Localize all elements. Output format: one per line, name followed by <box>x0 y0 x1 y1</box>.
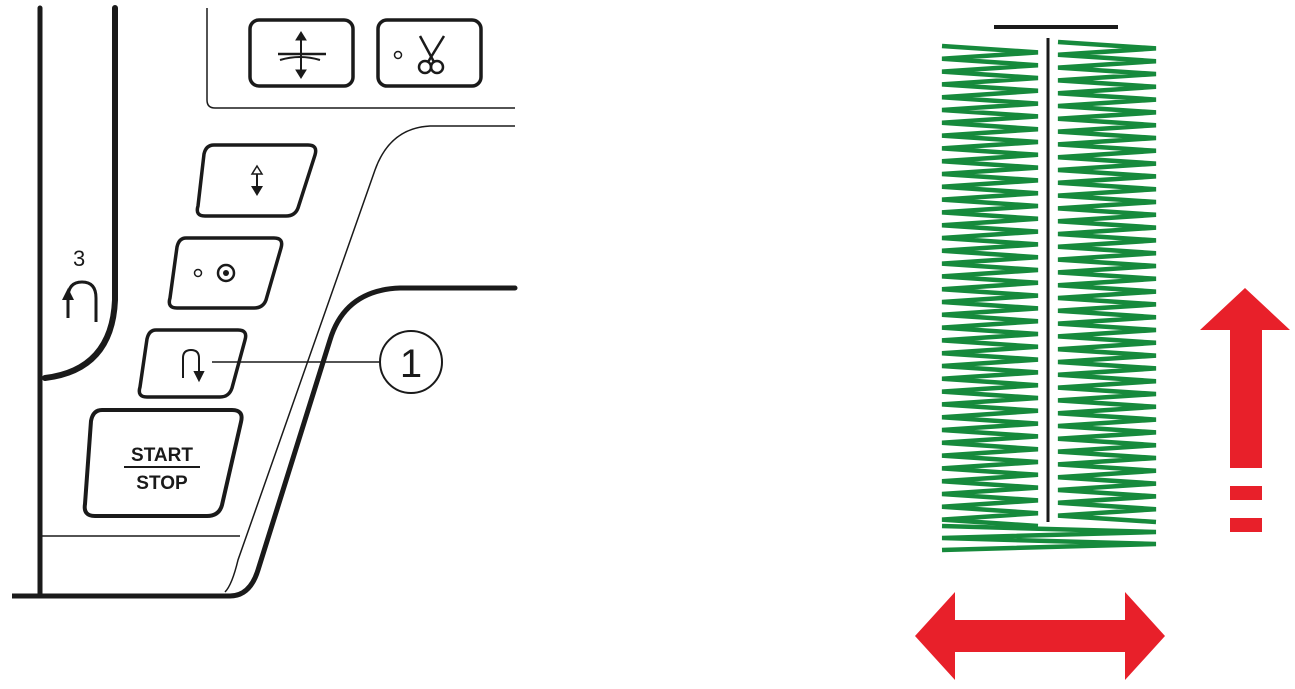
needle-threader-icon <box>278 31 326 79</box>
zigzag-stitch <box>941 523 1157 553</box>
needle-threader-button[interactable] <box>248 18 355 88</box>
u-turn-arrow-icon <box>66 280 98 322</box>
zigzag-stitch <box>941 43 1039 529</box>
callout-1: 1 <box>212 330 443 394</box>
auto-lock-button[interactable] <box>167 236 284 310</box>
u-turn-arrowhead-icon <box>62 288 74 300</box>
up-arrow-icon <box>1200 288 1290 468</box>
machine-body-edge <box>37 5 518 599</box>
upper-panel-outline <box>206 8 515 109</box>
reverse-stitch-icon <box>182 348 205 383</box>
zigzag-stitch <box>1057 39 1157 525</box>
width-double-arrow-icon <box>915 592 1165 680</box>
reverse-dial-number: 3 <box>73 246 85 271</box>
start-stop-button[interactable]: START STOP <box>82 408 244 518</box>
zigzag-right-column <box>1057 39 1157 525</box>
buttonhole-stitch-diagram <box>941 25 1157 553</box>
needle-up-down-icon <box>250 164 264 196</box>
machine-panel <box>12 5 518 599</box>
up-arrow-dash-1 <box>1230 486 1262 500</box>
reverse-button[interactable] <box>137 328 248 399</box>
scissors-icon <box>417 35 446 75</box>
machine-arm-curve <box>42 5 118 381</box>
bartack-bottom-stitches <box>941 523 1157 553</box>
indicator-lamp-icon <box>393 50 403 60</box>
thread-cutter-button[interactable] <box>376 18 483 88</box>
needle-up-down-button[interactable] <box>195 143 318 218</box>
reverse-dial-indicator: 3 <box>62 246 98 322</box>
callout-circle <box>379 330 443 394</box>
stop-label: STOP <box>136 473 188 494</box>
callout-label: 1 <box>400 342 422 386</box>
sewing-direction-arrow <box>1200 288 1290 532</box>
panel-bevel-line <box>224 125 515 593</box>
up-arrow-dash-2 <box>1230 518 1262 532</box>
zigzag-left-column <box>941 43 1039 529</box>
indicator-lamp-icon <box>193 268 203 278</box>
start-label: START <box>131 445 193 466</box>
auto-lock-icon <box>216 263 236 283</box>
